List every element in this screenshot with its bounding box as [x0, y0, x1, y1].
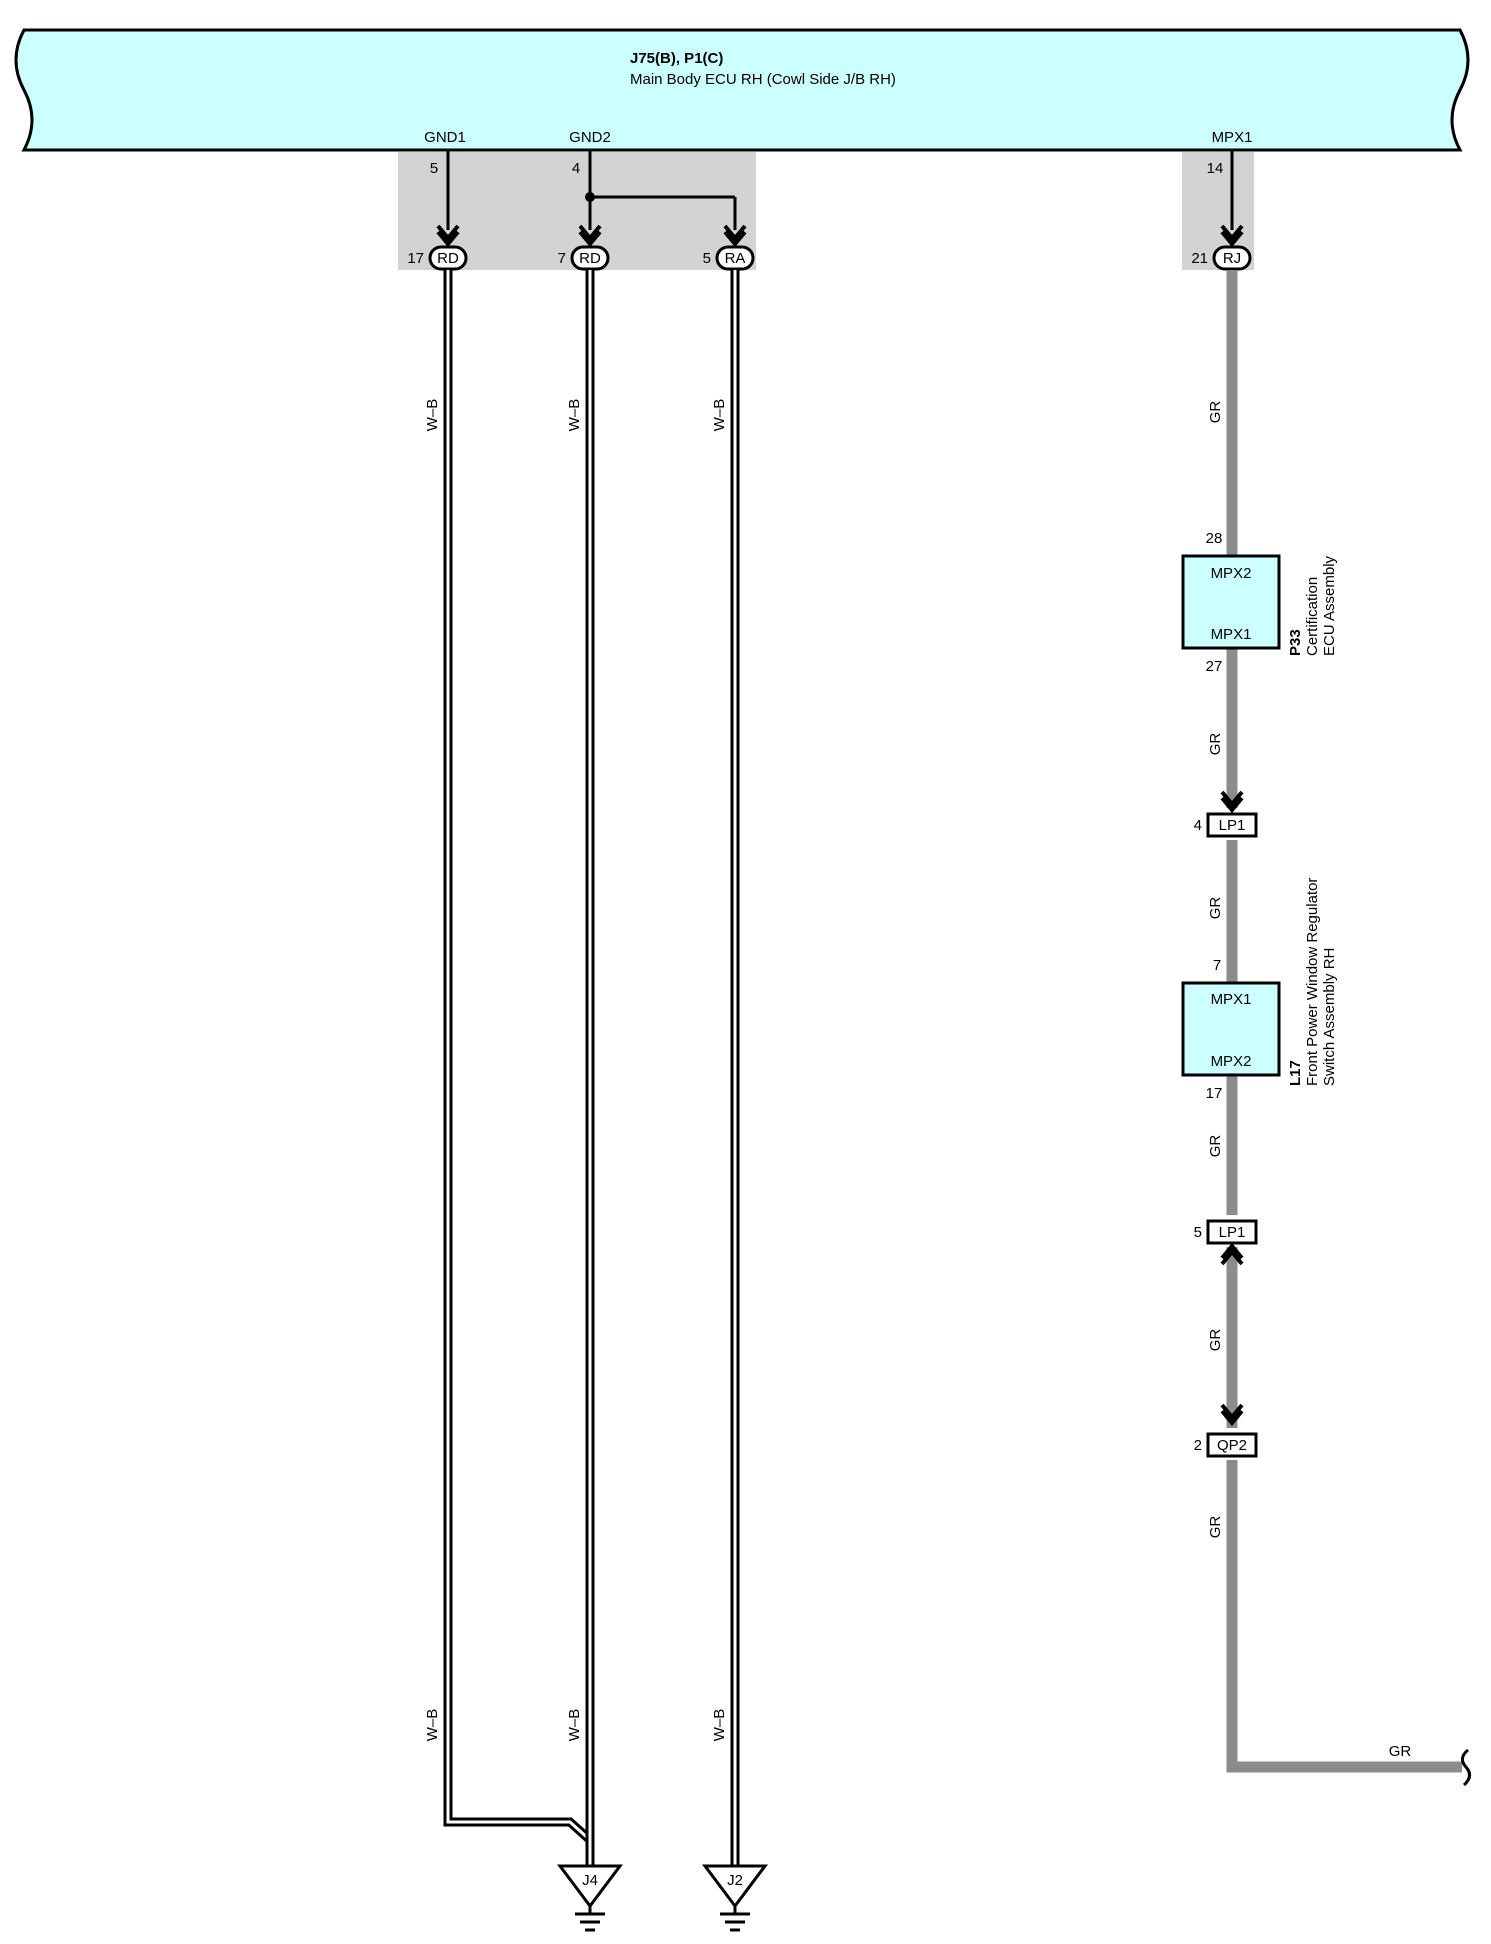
junction-rd-7[interactable]: RD 7 [558, 245, 610, 271]
lp1-pin4-pin: 4 [1194, 817, 1202, 834]
gnd2-pin-name: GND2 [569, 129, 611, 146]
p33-terminal-bottom: MPX1 [1211, 626, 1252, 643]
qp2-pin: 2 [1194, 1437, 1202, 1454]
splice-point [585, 192, 595, 202]
l17-name-line1: Front Power Window Regulator [1304, 878, 1321, 1086]
lp1-pin5-pin: 5 [1194, 1224, 1202, 1241]
p33-code: P33 [1287, 629, 1304, 656]
ground-j4-label: J4 [582, 1872, 598, 1889]
wire-label-gr-5: GR [1207, 1329, 1224, 1352]
gr-wire[interactable] [1226, 270, 1462, 1773]
lp1-pin5-chevron-icon [1220, 1242, 1244, 1266]
wire-label-gr-1: GR [1207, 401, 1224, 424]
l17-terminal-bottom: MPX2 [1211, 1053, 1252, 1070]
wire-label-gr-6: GR [1207, 1516, 1224, 1539]
wire-label-wb-2-bottom: W–B [566, 1709, 583, 1742]
lp1-pin4-chevron-icon [1220, 790, 1244, 814]
wb-wire-gnd1[interactable] [443, 270, 594, 1844]
lp1-pin5-code: LP1 [1219, 1224, 1246, 1241]
ecu-connector-codes: J75(B), P1(C) [630, 50, 723, 67]
wire-label-wb-3-top: W–B [711, 399, 728, 432]
wire-label-gr-7: GR [1389, 1743, 1412, 1760]
component-l17[interactable]: MPX1 MPX2 7 17 L17 Front Power Window Re… [1181, 878, 1338, 1102]
wire-label-wb-1-top: W–B [424, 399, 441, 432]
junction-rj-21-code: RJ [1223, 250, 1241, 267]
gnd2-pin-number: 4 [572, 160, 580, 177]
junction-rd-7-code: RD [579, 250, 601, 267]
wire-label-gr-4: GR [1207, 1135, 1224, 1158]
component-p33[interactable]: MPX2 MPX1 28 27 P33 Certification ECU As… [1181, 530, 1338, 675]
internal-connections [446, 150, 1234, 230]
gr-wire-end-icon [1461, 1748, 1471, 1787]
main-body-ecu[interactable]: J75(B), P1(C) Main Body ECU RH (Cowl Sid… [14, 28, 1470, 152]
ground-j4[interactable]: J4 [557, 1864, 623, 1932]
junction-rd-7-pin: 7 [558, 250, 566, 267]
wire-label-wb-1-bottom: W–B [424, 1709, 441, 1742]
p33-name-line2: ECU Assembly [1321, 555, 1338, 656]
junction-ra-5-pin: 5 [703, 250, 711, 267]
ground-j2-icon [720, 1906, 750, 1932]
l17-pin-top: 7 [1213, 957, 1221, 974]
mpx1-pin-number: 14 [1207, 160, 1224, 177]
ground-j2[interactable]: J2 [702, 1864, 768, 1932]
wire-label-gr-3: GR [1207, 897, 1224, 920]
connector-lp1-pin4[interactable]: LP1 4 [1194, 790, 1258, 838]
ground-j4-icon [575, 1906, 605, 1932]
junction-rj-21-pin: 21 [1191, 250, 1208, 267]
gnd1-pin-number: 5 [430, 160, 438, 177]
connector-lp1-pin5[interactable]: LP1 5 [1194, 1219, 1258, 1266]
l17-name-line2: Switch Assembly RH [1321, 948, 1338, 1086]
mpx1-pin-name: MPX1 [1212, 129, 1253, 146]
wire-label-wb-2-top: W–B [566, 399, 583, 432]
wire-label-wb-3-bottom: W–B [711, 1709, 728, 1742]
l17-pin-bottom: 17 [1206, 1085, 1223, 1102]
l17-code: L17 [1287, 1060, 1304, 1086]
junction-rd-17[interactable]: RD 17 [407, 245, 468, 271]
p33-pin-top: 28 [1206, 530, 1223, 547]
junction-rj-21[interactable]: RJ 21 [1191, 245, 1252, 271]
qp2-code: QP2 [1217, 1437, 1247, 1454]
p33-pin-bottom: 27 [1206, 658, 1223, 675]
junction-ra-5-code: RA [725, 250, 746, 267]
l17-terminal-top: MPX1 [1211, 991, 1252, 1008]
junction-rd-17-pin: 17 [407, 250, 424, 267]
p33-name-line1: Certification [1304, 577, 1321, 656]
junction-rd-17-code: RD [437, 250, 459, 267]
junction-arrows [436, 224, 1244, 248]
gnd1-pin-name: GND1 [424, 129, 466, 146]
junction-ra-5[interactable]: RA 5 [703, 245, 755, 271]
wire-label-gr-2: GR [1207, 733, 1224, 756]
lp1-pin4-code: LP1 [1219, 817, 1246, 834]
ground-j2-label: J2 [727, 1872, 743, 1889]
p33-terminal-top: MPX2 [1211, 565, 1252, 582]
qp2-chevron-icon [1220, 1403, 1244, 1427]
connector-qp2-pin2[interactable]: QP2 2 [1194, 1403, 1258, 1458]
ecu-name: Main Body ECU RH (Cowl Side J/B RH) [630, 71, 896, 88]
